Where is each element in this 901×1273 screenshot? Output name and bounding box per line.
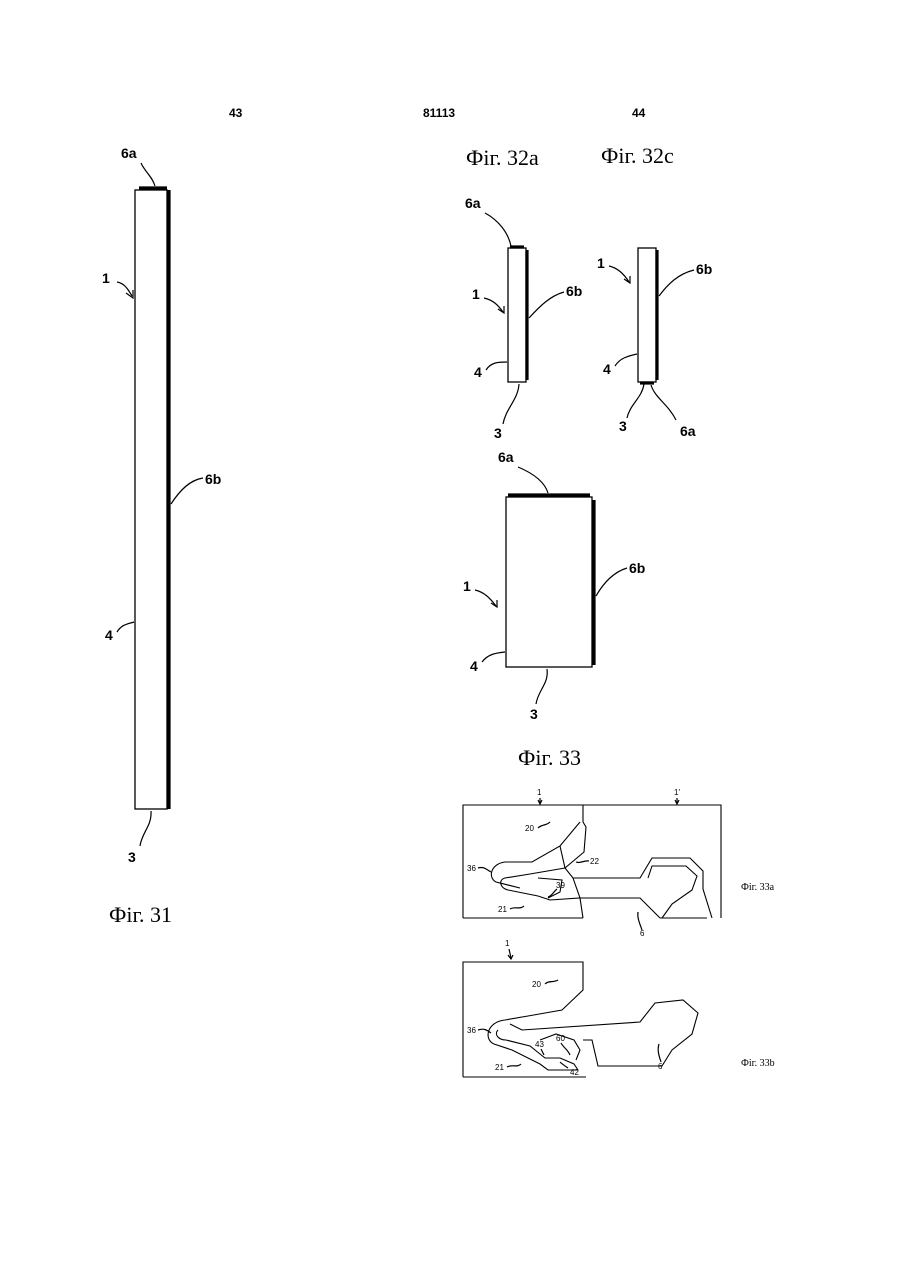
fig32b-leader-6a <box>518 467 548 493</box>
fig33a-label-21: 21 <box>498 905 507 914</box>
fig33b-right-profile <box>510 1000 698 1066</box>
fig31-label-3: 3 <box>128 849 136 865</box>
fig32a-leader-6b <box>529 292 564 318</box>
figure-32c: Фіг. 32c 1 6b 4 3 6a <box>597 143 712 439</box>
fig33a-label-36: 36 <box>467 864 476 873</box>
patent-number: 81113 <box>423 106 455 120</box>
fig32a-leader-4 <box>486 362 507 370</box>
fig33b-label-6: 6 <box>658 1062 663 1071</box>
fig32a-leader-6a <box>485 213 511 246</box>
fig33b-label-1: 1 <box>505 939 510 948</box>
fig32b-label-6a: 6a <box>498 449 514 465</box>
fig33a-right-profile-b <box>648 866 697 918</box>
fig31-leader-1 <box>117 282 132 296</box>
fig32c-label-6b: 6b <box>696 261 712 277</box>
fig32a-caption: Фіг. 32a <box>466 145 539 170</box>
fig32a-leader-3 <box>503 384 519 424</box>
fig33b-leader-6 <box>658 1044 661 1062</box>
fig33a-caption: Фіг. 33a <box>741 882 775 893</box>
fig32b-label-4: 4 <box>470 658 478 674</box>
fig33b-caption: Фіг. 33b <box>741 1058 775 1069</box>
fig33a-label-20: 20 <box>525 824 534 833</box>
fig32c-label-4: 4 <box>603 361 611 377</box>
fig33a-leader-6 <box>638 912 642 930</box>
fig33b-hook-inner <box>496 1030 578 1070</box>
fig32c-leader-6b <box>659 270 694 296</box>
fig33b-label-43: 43 <box>535 1040 544 1049</box>
fig32c-leader-1 <box>609 266 629 282</box>
fig32a-label-4: 4 <box>474 364 482 380</box>
fig33a-contour-link <box>560 846 565 868</box>
fig33b-label-60: 60 <box>556 1034 565 1043</box>
fig33a-label-1: 1 <box>537 788 542 797</box>
fig33b-hook-outer <box>488 1016 578 1070</box>
fig32c-leader-4 <box>615 354 637 366</box>
fig32b-leader-4 <box>482 652 505 662</box>
fig32c-label-1: 1 <box>597 255 605 271</box>
fig32a-label-6a: 6a <box>465 195 481 211</box>
fig31-label-6a: 6a <box>121 145 137 161</box>
fig31-leader-6a <box>141 163 155 186</box>
fig33b-label-20: 20 <box>532 980 541 989</box>
fig33a-leader-20 <box>538 822 550 828</box>
fig31-strip <box>135 190 167 809</box>
fig33b-leader-42 <box>560 1062 568 1068</box>
fig32b-label-1: 1 <box>463 578 471 594</box>
fig31-label-1: 1 <box>102 270 110 286</box>
figure-31: 6a 1 6b 4 3 Фіг. 31 <box>102 145 221 927</box>
fig32c-leader-3 <box>627 384 644 418</box>
fig32c-strip <box>638 248 656 382</box>
fig32a-label-3: 3 <box>494 425 502 441</box>
fig32c-leader-6a <box>651 385 676 420</box>
fig33a-leader-22 <box>576 861 589 863</box>
fig33b-label-42: 42 <box>570 1068 579 1077</box>
fig31-leader-3 <box>140 811 151 846</box>
fig32c-caption: Фіг. 32c <box>601 143 674 168</box>
fig33a-label-1p: 1' <box>674 788 680 797</box>
fig32c-label-3: 3 <box>619 418 627 434</box>
right-page-number: 44 <box>632 106 646 120</box>
fig33a-lower-profile <box>573 878 660 918</box>
fig33b-leader-20 <box>545 980 558 984</box>
fig31-leader-4 <box>117 622 134 632</box>
fig33a-right-profile-a <box>565 858 712 918</box>
fig31-label-4: 4 <box>105 627 113 643</box>
left-page-number: 43 <box>229 106 243 120</box>
figure-33b: 1 20 36 43 60 21 42 6 Фіг. 33b <box>463 939 775 1077</box>
fig33b-label-36: 36 <box>467 1026 476 1035</box>
fig32b-label-6b: 6b <box>629 560 645 576</box>
fig33a-label-22: 22 <box>590 857 599 866</box>
fig32b-panel <box>506 497 592 667</box>
fig33a-label-6: 6 <box>640 929 645 938</box>
fig33a-label-39: 39 <box>556 881 565 890</box>
fig33a-leader-36 <box>478 867 491 872</box>
fig32a-label-6b: 6b <box>566 283 582 299</box>
figure-32a: Фіг. 32a 6a 1 6b 4 3 <box>465 145 582 441</box>
fig33b-leader-21 <box>507 1064 521 1067</box>
fig31-label-6b: 6b <box>205 471 221 487</box>
fig32b-leader-3 <box>536 669 547 704</box>
fig31-leader-6b <box>171 478 203 504</box>
figure-33a: 1 1' 20 22 36 39 21 6 Фіг. 33a <box>463 788 775 938</box>
fig32a-label-1: 1 <box>472 286 480 302</box>
fig32b-leader-6b <box>596 568 627 596</box>
fig33b-label-21: 21 <box>495 1063 504 1072</box>
fig33a-leader-21 <box>510 906 524 909</box>
fig33b-leader-60 <box>561 1043 570 1055</box>
fig33-caption: Фіг. 33 <box>518 745 581 770</box>
fig32c-label-6a: 6a <box>680 423 696 439</box>
fig32b-label-3: 3 <box>530 706 538 722</box>
figure-32b: 6a 6b 1 4 3 <box>463 449 645 722</box>
fig33b-leader-43 <box>541 1049 544 1055</box>
fig32a-strip <box>508 248 526 382</box>
fig31-caption: Фіг. 31 <box>109 902 172 927</box>
